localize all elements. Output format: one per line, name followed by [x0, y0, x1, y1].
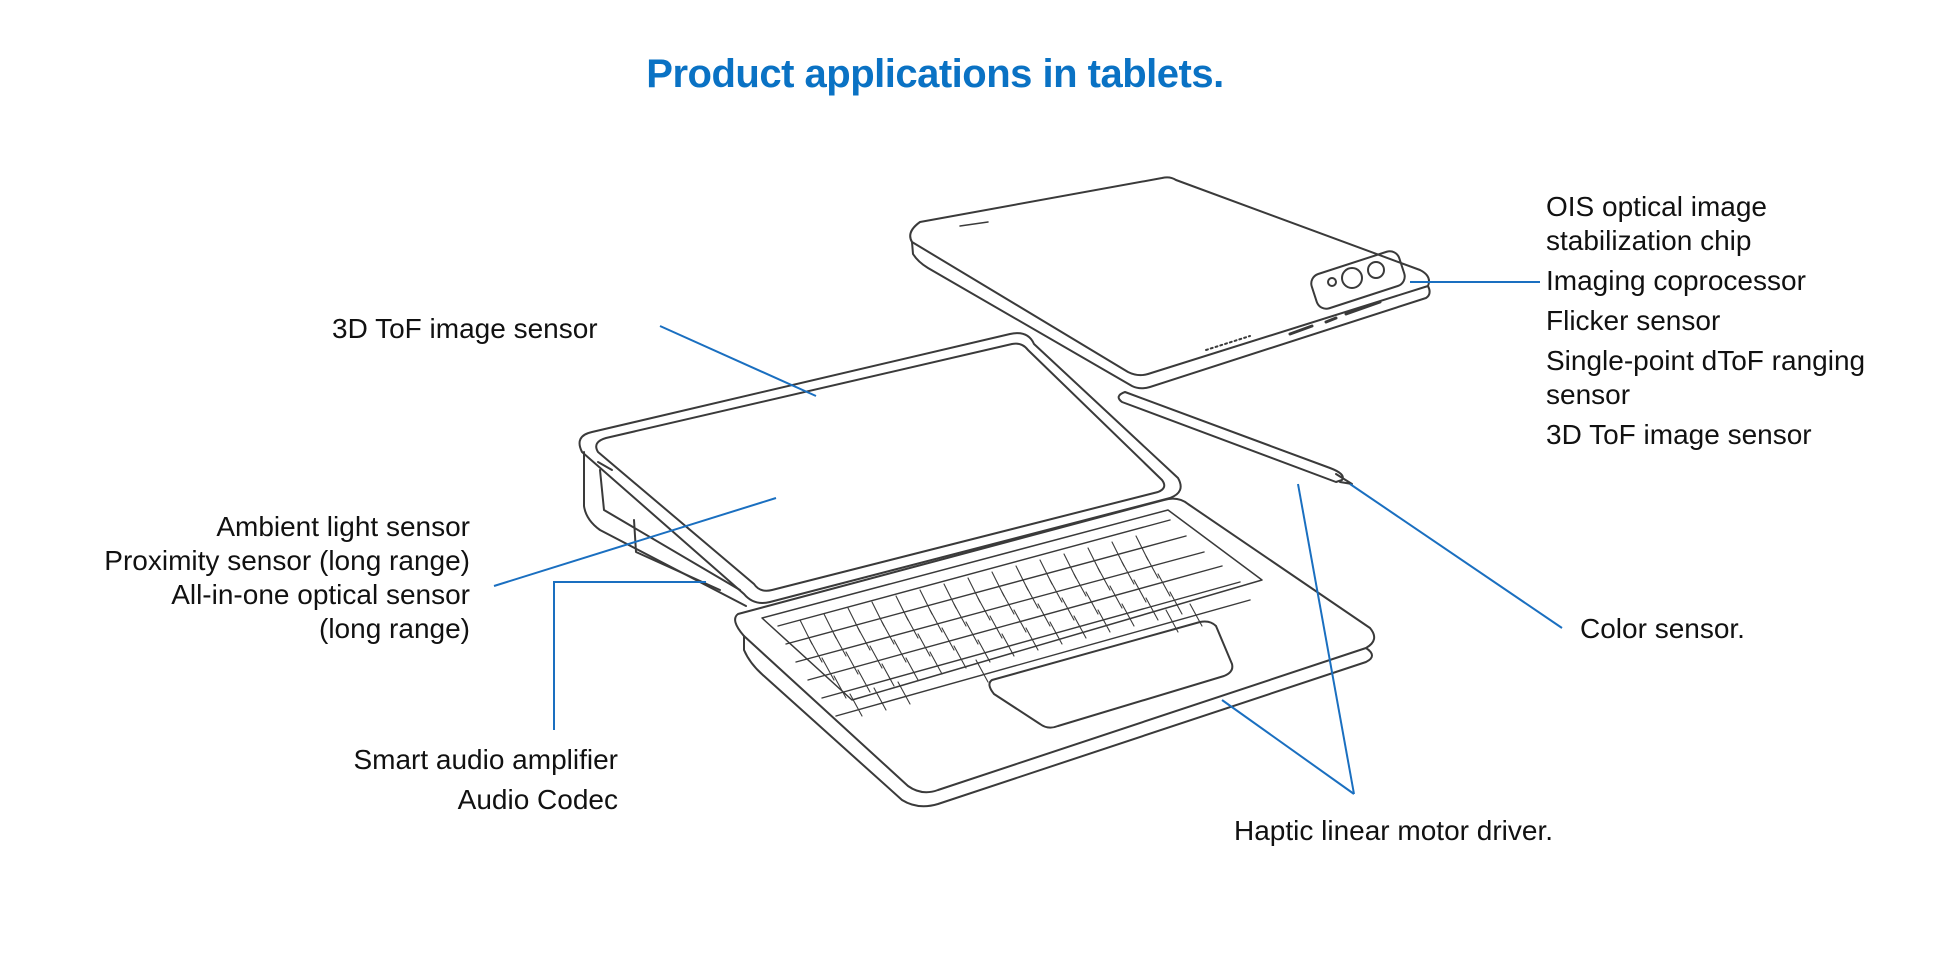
label-3d-tof-right: 3D ToF image sensor [1546, 419, 1812, 450]
leader-haptic-b [1297, 483, 1355, 795]
leader-ambient [493, 497, 777, 587]
label-smart-audio-amplifier: Smart audio amplifier [353, 744, 618, 775]
label-all-in-one-cont: (long range) [319, 613, 470, 644]
label-group-camera: OIS optical image stabilization chip Ima… [1546, 190, 1865, 452]
label-group-audio: Smart audio amplifier Audio Codec [353, 740, 618, 820]
label-ois-chip: OIS optical image [1546, 191, 1767, 222]
leader-haptic-a [1221, 699, 1355, 795]
label-imaging-coprocessor: Imaging coprocessor [1546, 265, 1806, 296]
label-ois-chip-cont: stabilization chip [1546, 225, 1752, 256]
label-dtof-ranging-cont: sensor [1546, 379, 1631, 410]
label-dtof-ranging: Single-point dToF ranging [1546, 345, 1866, 376]
label-group-optical-sensors: Ambient light sensor Proximity sensor (l… [104, 510, 470, 646]
page-title: Product applications in tablets. [646, 52, 1224, 96]
leader-lines [493, 281, 1563, 795]
label-color-sensor: Color sensor. [1580, 613, 1745, 644]
label-ambient-light: Ambient light sensor [216, 511, 470, 542]
label-haptic-driver: Haptic linear motor driver. [1234, 815, 1554, 846]
tablet-front-screen [578, 332, 1182, 607]
label-3d-tof-left: 3D ToF image sensor [332, 313, 598, 344]
keyboard-base [734, 497, 1376, 808]
leader-color [1349, 483, 1563, 629]
leader-audio [553, 581, 706, 730]
tablet-rear-view [909, 176, 1431, 390]
label-audio-codec: Audio Codec [457, 784, 618, 815]
leader-tof-left [659, 325, 817, 397]
label-flicker-sensor: Flicker sensor [1546, 305, 1721, 336]
stylus [1117, 391, 1353, 485]
label-proximity: Proximity sensor (long range) [104, 545, 470, 576]
label-all-in-one: All-in-one optical sensor [171, 579, 470, 610]
